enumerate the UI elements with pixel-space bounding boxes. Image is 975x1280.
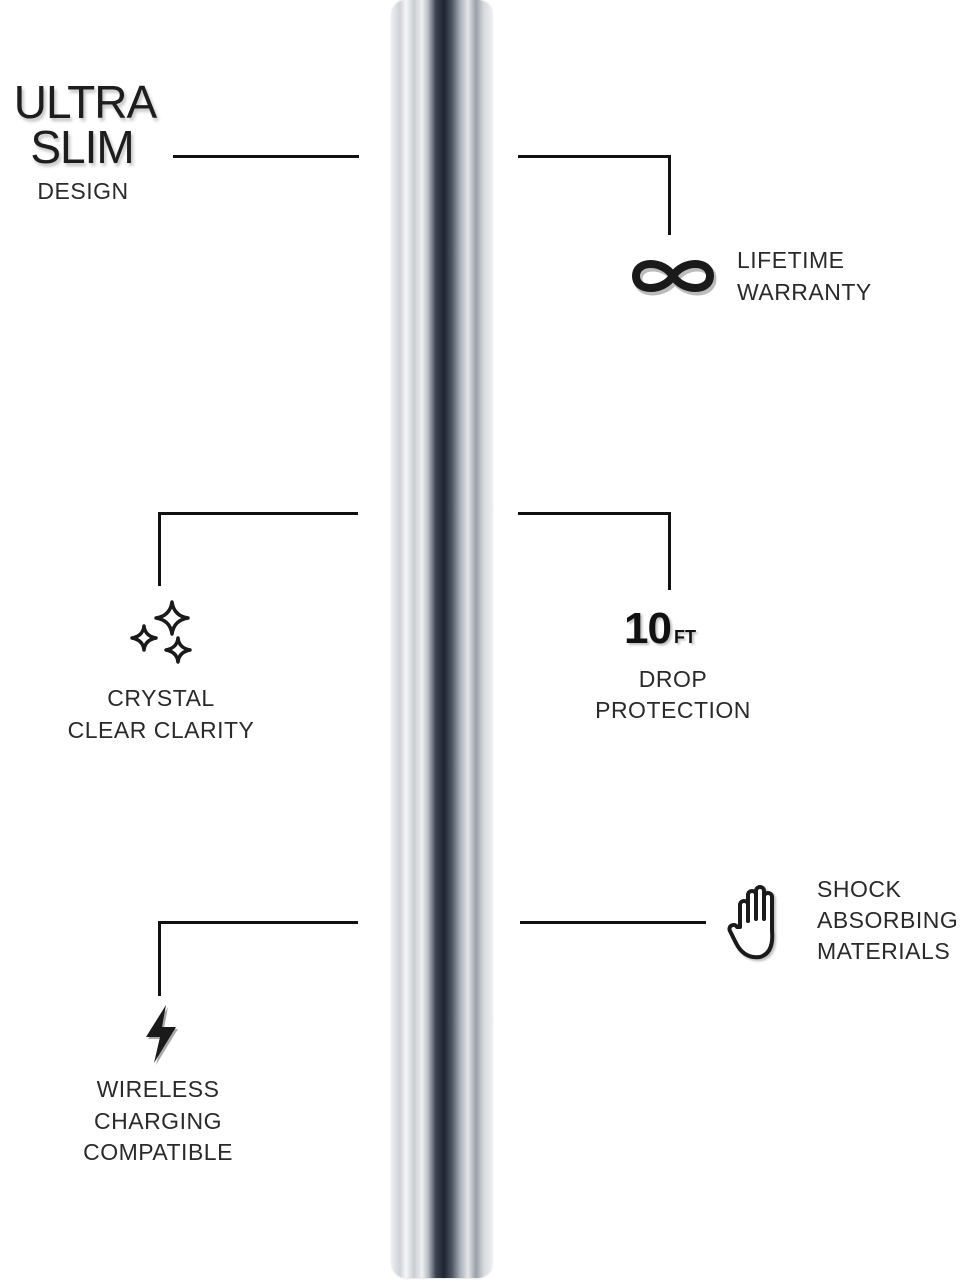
callout-line — [158, 512, 358, 515]
drop-height-number: 10 — [624, 604, 672, 653]
wireless-label: WIRELESS — [96, 1076, 220, 1102]
hand-icon — [727, 885, 775, 960]
charging-label: CHARGING — [94, 1108, 222, 1134]
callout-line — [158, 921, 358, 924]
shock-label: SHOCK — [817, 876, 902, 902]
drop-height-unit: FT — [673, 627, 696, 647]
compatible-label: COMPATIBLE — [83, 1139, 233, 1165]
protection-label: PROTECTION — [595, 697, 751, 723]
callout-line — [668, 155, 671, 235]
callout-line — [158, 921, 161, 996]
infinity-icon — [631, 260, 717, 296]
sparkles-icon — [130, 600, 192, 664]
callout-line — [518, 512, 671, 515]
slim-label: SLIM — [30, 121, 134, 173]
lightning-bolt-icon — [146, 1005, 178, 1065]
absorbing-label: ABSORBING — [817, 907, 959, 933]
clear-clarity-label: CLEAR CLARITY — [67, 717, 255, 743]
design-label: DESIGN — [37, 178, 129, 204]
callout-line — [158, 512, 161, 586]
callout-line — [668, 512, 671, 590]
phone-case-side-view — [392, 0, 492, 1278]
callout-line — [520, 921, 706, 924]
callout-line — [518, 155, 671, 158]
warranty-label: WARRANTY — [737, 279, 872, 305]
drop-label: DROP — [638, 666, 708, 692]
lifetime-label: LIFETIME — [737, 247, 845, 273]
ultra-label: ULTRA — [13, 76, 157, 128]
crystal-label: CRYSTAL — [107, 685, 215, 711]
callout-line — [173, 155, 359, 158]
materials-label: MATERIALS — [817, 938, 951, 964]
